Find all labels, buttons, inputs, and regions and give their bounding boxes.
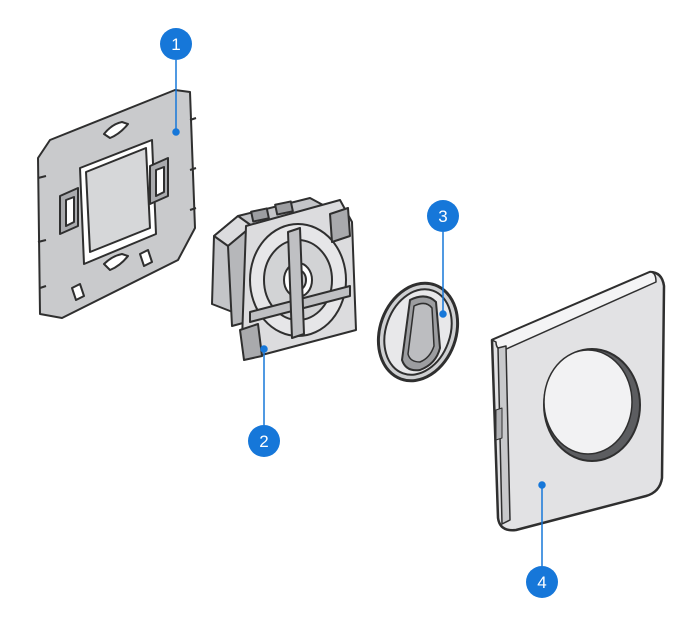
callout-badge [160, 28, 192, 60]
callout-number: 2 [259, 432, 268, 451]
callout-number: 4 [537, 573, 546, 592]
callout-1: 1 [160, 28, 192, 60]
switch-mechanism [211, 197, 357, 361]
pointer-dot-4 [538, 481, 546, 489]
mounting-frame [37, 89, 197, 319]
callout-number: 3 [438, 207, 447, 226]
callout-number: 1 [171, 35, 180, 54]
callout-4: 4 [526, 566, 558, 598]
callout-pointers [172, 60, 546, 566]
pointer-dot-1 [172, 128, 180, 136]
callout-badge [526, 566, 558, 598]
rocker-button [376, 281, 460, 383]
pointer-dot-3 [439, 310, 447, 318]
cover-plate [490, 270, 666, 532]
callout-badge [248, 425, 280, 457]
callout-badge [427, 200, 459, 232]
callout-2: 2 [248, 425, 280, 457]
callout-3: 3 [427, 200, 459, 232]
pointer-dot-2 [260, 345, 268, 353]
